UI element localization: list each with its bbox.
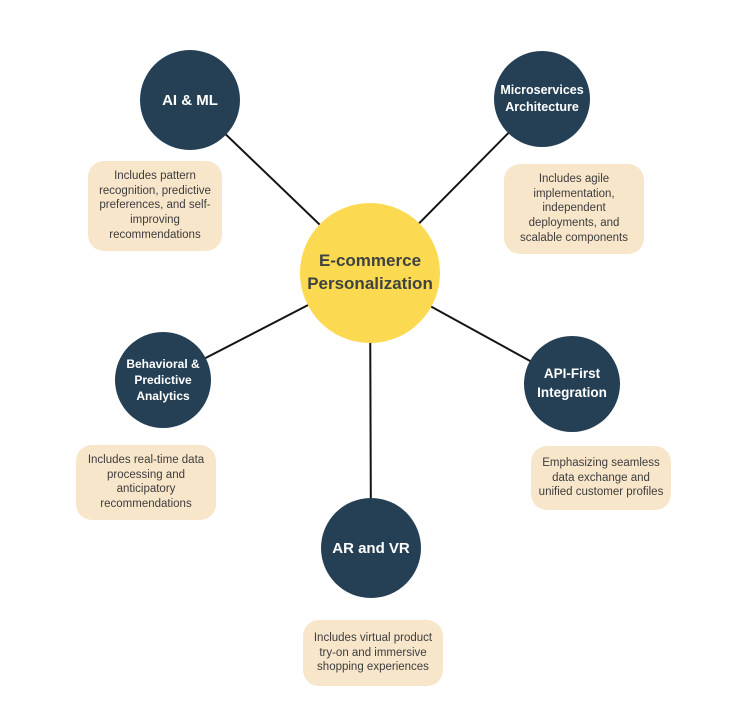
center-node: E-commerce Personalization xyxy=(300,203,440,343)
node-label: AR and VR xyxy=(332,539,410,557)
description-text: Includes pattern recognition, predictive… xyxy=(99,170,211,241)
description-box-ar-vr: Includes virtual product try-on and imme… xyxy=(303,620,443,686)
node-label: Microservices Architecture xyxy=(500,83,584,114)
description-text: Includes agile implementation, independe… xyxy=(519,173,629,244)
node-label: Behavioral & Predictive Analytics xyxy=(126,356,200,404)
description-text: Includes real-time data processing and a… xyxy=(87,454,205,511)
description-box-api-first: Emphasizing seamless data exchange and u… xyxy=(531,446,671,510)
description-box-ai-ml: Includes pattern recognition, predictive… xyxy=(88,161,222,251)
center-node-label: E-commerce Personalization xyxy=(307,251,433,293)
description-text: Includes virtual product try-on and imme… xyxy=(313,631,433,674)
node-behavioral-predictive-analytics: Behavioral & Predictive Analytics xyxy=(115,332,211,428)
node-ai-ml: AI & ML xyxy=(140,50,240,150)
node-label: AI & ML xyxy=(162,91,218,109)
node-ar-vr: AR and VR xyxy=(321,498,421,598)
description-text: Emphasizing seamless data exchange and u… xyxy=(538,456,664,499)
node-label: API-First Integration xyxy=(537,366,607,400)
node-api-first-integration: API-First Integration xyxy=(524,336,620,432)
description-box-microservices: Includes agile implementation, independe… xyxy=(504,164,644,254)
description-box-behavioral: Includes real-time data processing and a… xyxy=(76,445,216,520)
node-microservices: Microservices Architecture xyxy=(494,51,590,147)
